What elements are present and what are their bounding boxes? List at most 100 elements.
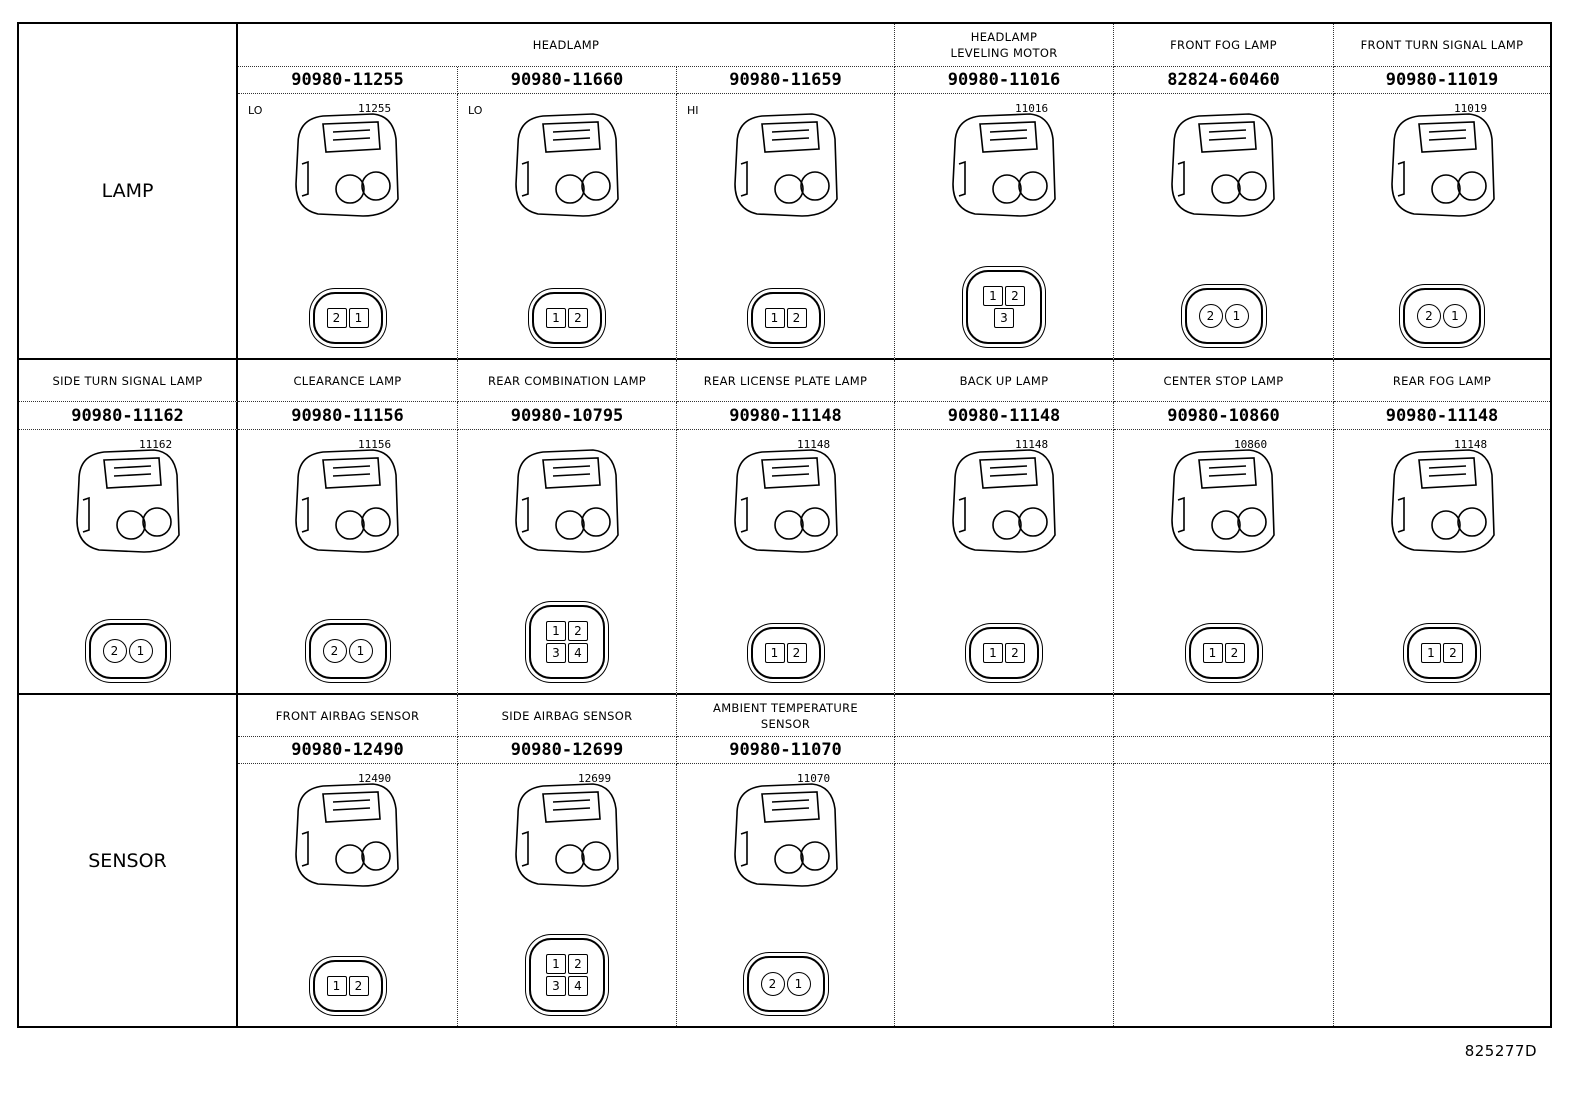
connector-iso-drawing (295, 783, 399, 887)
part-callout-label: 12490 (358, 772, 392, 785)
part-callout-label: 12699 (578, 772, 612, 785)
part-callout-label: 11156 (358, 438, 392, 451)
pin-number: 1 (546, 308, 566, 328)
part-number: 90980-11148 (895, 402, 1114, 430)
part-number: 90980-11016 (895, 67, 1114, 94)
connector-iso-drawing (515, 783, 619, 887)
connector-name: AMBIENT TEMPERATURE SENSOR (677, 695, 895, 737)
connector-name: CLEARANCE LAMP (238, 360, 458, 402)
pin-number: 2 (1224, 643, 1245, 663)
connector-iso-drawing (295, 113, 399, 217)
pin-number: 2 (1198, 304, 1223, 328)
empty-drawing-cell (895, 764, 1114, 1026)
connector-name: HEADLAMP LEVELING MOTOR (895, 24, 1114, 67)
pin-number: 3 (546, 643, 566, 663)
pin-number: 2 (326, 308, 347, 328)
part-number: 90980-10795 (458, 402, 677, 430)
part-number: 90980-11156 (238, 402, 458, 430)
empty-part-cell (1334, 737, 1550, 764)
pin-number: 1 (983, 286, 1003, 306)
connector-iso-drawing (515, 113, 619, 217)
pin-number: 1 (546, 954, 566, 974)
group-label-lamp: LAMP (19, 24, 238, 360)
connector-name: BACK UP LAMP (895, 360, 1114, 402)
part-number: 82824-60460 (1114, 67, 1334, 94)
pin-number: 3 (546, 976, 566, 996)
position-note: LO (248, 104, 263, 117)
connector-iso-drawing (1391, 113, 1495, 217)
pin-number: 2 (568, 621, 588, 641)
pin-number: 2 (1005, 286, 1025, 306)
part-callout-label: 11148 (797, 438, 831, 451)
connector-name: SIDE AIRBAG SENSOR (458, 695, 677, 737)
group-label-sensor: SENSOR (19, 695, 238, 1026)
part-number: 90980-12490 (238, 737, 458, 764)
pin-number: 1 (326, 976, 347, 996)
part-number: 90980-11660 (458, 67, 677, 94)
empty-part-cell (895, 737, 1114, 764)
pin-number: 4 (568, 643, 588, 663)
part-number: 90980-11659 (677, 67, 895, 94)
empty-part-cell (1114, 737, 1334, 764)
pin-number: 2 (1443, 643, 1463, 663)
pin-number: 2 (786, 308, 807, 328)
pin-number: 1 (786, 972, 811, 996)
connector-name: SIDE TURN SIGNAL LAMP (19, 360, 238, 402)
pin-number: 2 (568, 954, 588, 974)
empty-drawing-cell (1334, 764, 1550, 1026)
connector-name: REAR COMBINATION LAMP (458, 360, 677, 402)
position-note: LO (468, 104, 483, 117)
part-callout-label: 11148 (1454, 438, 1488, 451)
connector-iso-drawing (295, 449, 399, 553)
empty-name-cell (895, 695, 1114, 737)
empty-drawing-cell (1114, 764, 1334, 1026)
part-number: 90980-11019 (1334, 67, 1550, 94)
part-callout-label: 11070 (797, 772, 831, 785)
part-number: 90980-11162 (19, 402, 238, 430)
pin-number: 1 (764, 643, 785, 663)
connector-iso-drawing (952, 113, 1056, 217)
pin-number: 2 (760, 972, 785, 996)
pin-number: 2 (322, 639, 347, 663)
part-number: 90980-12699 (458, 737, 677, 764)
pin-number: 1 (348, 639, 373, 663)
pin-number: 1 (1443, 304, 1467, 328)
position-note: HI (687, 104, 699, 117)
part-callout-label: 11162 (139, 438, 173, 451)
pin-number: 1 (546, 621, 566, 641)
pin-number: 2 (568, 308, 588, 328)
empty-name-cell (1114, 695, 1334, 737)
part-callout-label: 11019 (1454, 102, 1488, 115)
part-number: 90980-10860 (1114, 402, 1334, 430)
pin-number: 1 (348, 308, 369, 328)
figure-code: 825277D (1464, 1042, 1537, 1060)
pin-number: 1 (764, 308, 785, 328)
part-number: 90980-11148 (677, 402, 895, 430)
empty-name-cell (1334, 695, 1550, 737)
part-callout-label: 11016 (1015, 102, 1049, 115)
